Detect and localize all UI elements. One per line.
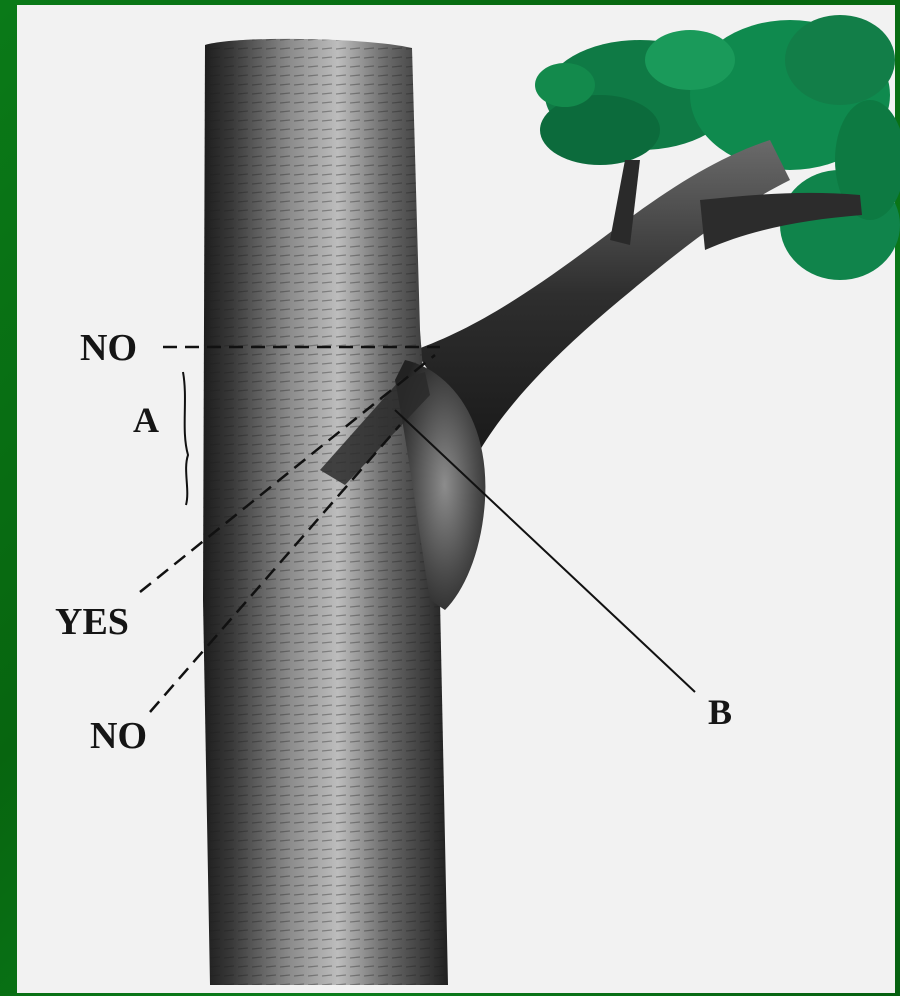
label-no-bottom: NO [90, 715, 147, 757]
label-yes: YES [55, 601, 129, 643]
bracket-a [183, 372, 188, 505]
label-b: B [708, 692, 732, 732]
label-no-top: NO [80, 327, 137, 369]
label-a: A [133, 400, 159, 440]
branch [415, 140, 862, 450]
